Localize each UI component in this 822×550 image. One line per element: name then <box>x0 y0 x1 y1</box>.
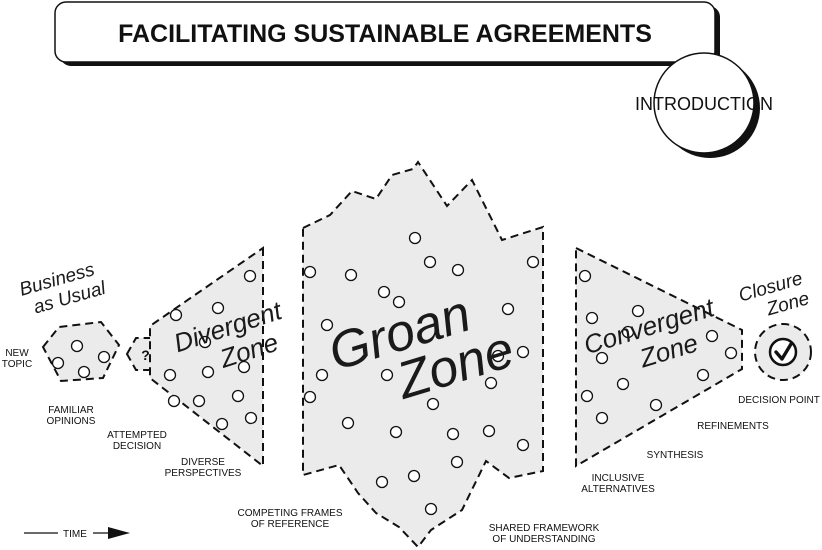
label-diverse-perspectives: DIVERSE PERSPECTIVES <box>165 457 242 479</box>
label-inclusive-alternatives-line2: ALTERNATIVES <box>581 484 655 495</box>
idea-dot <box>526 255 540 269</box>
idea-dot <box>450 455 464 469</box>
idea-dot <box>303 390 317 404</box>
label-refinements: REFINEMENTS <box>697 421 769 432</box>
idea-dot <box>595 411 609 425</box>
idea-dot <box>344 268 358 282</box>
label-attempted-decision: ATTEMPTED DECISION <box>107 430 167 452</box>
idea-dot <box>585 311 599 325</box>
idea-dot <box>491 349 505 363</box>
idea-dot <box>482 424 496 438</box>
idea-dot <box>696 368 710 382</box>
idea-dot <box>501 302 515 316</box>
label-familiar-opinions-line2: OPINIONS <box>47 416 96 427</box>
idea-dot <box>724 346 738 360</box>
idea-dot <box>375 475 389 489</box>
idea-dots <box>51 231 738 516</box>
page-title: FACILITATING SUSTAINABLE AGREEMENTS <box>118 20 652 48</box>
idea-dot <box>201 365 215 379</box>
idea-dot <box>211 301 225 315</box>
idea-dot <box>377 285 391 299</box>
label-familiar-opinions-line1: FAMILIAR <box>48 405 94 416</box>
idea-dot <box>516 345 530 359</box>
idea-dot <box>244 411 258 425</box>
idea-dot <box>426 397 440 411</box>
idea-dot <box>595 351 609 365</box>
zone-business-title: Business as Usual <box>17 259 109 318</box>
idea-dot <box>578 269 592 283</box>
label-diverse-perspectives-line2: PERSPECTIVES <box>165 468 242 479</box>
decision-check-icon <box>768 337 798 367</box>
label-shared-framework-line1: SHARED FRAMEWORK <box>489 523 600 534</box>
label-new-topic-line2: TOPIC <box>2 359 32 370</box>
idea-dot <box>231 389 245 403</box>
idea-dot <box>97 350 111 364</box>
idea-dot <box>51 356 65 370</box>
idea-dot <box>77 365 91 379</box>
idea-dot <box>243 269 257 283</box>
idea-dot <box>580 389 594 403</box>
label-attempted-decision-line2: DECISION <box>113 441 161 452</box>
idea-dot <box>163 368 177 382</box>
divergent-zone-shape <box>149 246 264 469</box>
idea-dot <box>341 416 355 430</box>
label-attempted-decision-line1: ATTEMPTED <box>107 430 167 441</box>
idea-dot <box>198 335 212 349</box>
groan-zone-shape <box>302 160 544 549</box>
label-competing-frames-line2: OF REFERENCE <box>251 519 330 530</box>
title-banner: FACILITATING SUSTAINABLE AGREEMENTS <box>54 1 720 66</box>
idea-dot <box>70 339 84 353</box>
idea-dot <box>446 427 460 441</box>
idea-dot <box>407 469 421 483</box>
label-competing-frames: COMPETING FRAMES OF REFERENCE <box>237 508 342 530</box>
label-new-topic-line1: NEW <box>5 348 29 359</box>
label-synthesis: SYNTHESIS <box>647 450 704 461</box>
label-diverse-perspectives-line1: DIVERSE <box>181 457 225 468</box>
label-competing-frames-line1: COMPETING FRAMES <box>237 508 342 519</box>
idea-dot <box>451 263 465 277</box>
idea-dot <box>389 425 403 439</box>
idea-dot <box>215 417 229 431</box>
idea-dot <box>167 394 181 408</box>
idea-dot <box>169 308 183 322</box>
label-shared-framework-line2: OF UNDERSTANDING <box>492 534 595 545</box>
idea-dot <box>649 398 663 412</box>
label-decision-point: DECISION POINT <box>738 395 820 406</box>
label-shared-framework: SHARED FRAMEWORK OF UNDERSTANDING <box>489 523 600 545</box>
idea-dot <box>192 394 206 408</box>
section-badge: INTRODUCTION <box>635 52 773 158</box>
idea-dot <box>631 304 645 318</box>
idea-dot <box>315 368 329 382</box>
idea-dot <box>516 438 530 452</box>
idea-dot <box>423 255 437 269</box>
time-label: TIME <box>63 529 87 540</box>
label-familiar-opinions: FAMILIAR OPINIONS <box>47 405 96 427</box>
time-arrow-icon <box>108 527 130 539</box>
idea-dot <box>408 231 422 245</box>
idea-dot <box>616 377 630 391</box>
question-mark-icon: ? <box>141 347 150 363</box>
label-new-topic: NEW TOPIC <box>2 348 32 370</box>
label-inclusive-alternatives-line1: INCLUSIVE <box>592 473 645 484</box>
idea-dot <box>621 325 635 339</box>
zone-closure-title: Closure Zone <box>736 268 811 320</box>
convergent-zone-shape <box>575 246 743 468</box>
idea-dot <box>424 502 438 516</box>
idea-dot <box>303 265 317 279</box>
idea-dot <box>237 360 251 374</box>
label-inclusive-alternatives: INCLUSIVE ALTERNATIVES <box>581 473 655 495</box>
idea-dot <box>705 329 719 343</box>
idea-dot <box>392 295 406 309</box>
time-axis: TIME <box>24 527 130 540</box>
idea-dot <box>320 318 334 332</box>
idea-dot <box>484 376 498 390</box>
idea-dot <box>380 368 394 382</box>
section-label: INTRODUCTION <box>635 94 773 114</box>
